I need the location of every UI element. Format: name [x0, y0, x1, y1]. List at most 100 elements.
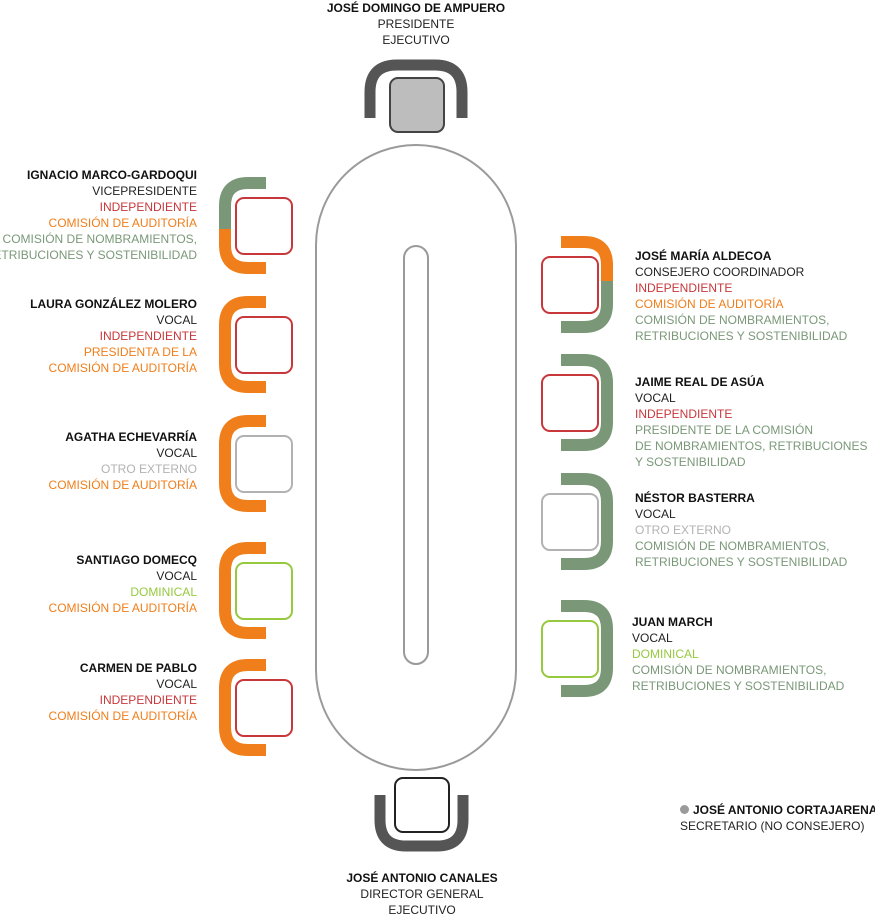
- seat-gonzalez-molero: [219, 296, 293, 393]
- member-name: JAIME REAL DE ASÚA: [635, 375, 765, 389]
- member-line: INDEPENDIENTE: [99, 200, 197, 214]
- member-line: RETRIBUCIONES Y SOSTENIBILIDAD: [635, 555, 848, 569]
- member-label-right: JAIME REAL DE ASÚA VOCAL INDEPENDIENTE P…: [635, 374, 867, 470]
- member-name: AGATHA ECHEVARRÍA: [65, 430, 197, 444]
- meeting-table-center-slot: [403, 245, 429, 665]
- seat-de-pablo-cushion: [235, 679, 293, 737]
- member-name: LAURA GONZÁLEZ MOLERO: [30, 297, 197, 311]
- seat-director-arm: [374, 795, 469, 852]
- member-line: RETRIBUCIONES Y SOSTENIBILIDAD: [0, 248, 197, 262]
- director-role-2: EJECUTIVO: [388, 903, 456, 917]
- director-role-1: DIRECTOR GENERAL: [360, 887, 484, 901]
- member-line: COMISIÓN DE AUDITORÍA: [635, 297, 784, 311]
- seat-gonzalez-molero-arm: [219, 296, 266, 393]
- seat-march-cushion: [541, 620, 599, 678]
- member-name: CARMEN DE PABLO: [79, 661, 197, 675]
- seat-domecq: [219, 542, 293, 639]
- seat-aldecoa: [541, 236, 613, 333]
- secretary-label: JOSÉ ANTONIO CORTAJARENA SECRETARIO (NO …: [680, 802, 875, 834]
- member-label-right: JUAN MARCH VOCAL DOMINICAL COMISIÓN DE N…: [632, 614, 844, 694]
- member-line: VICEPRESIDENTE: [92, 184, 197, 198]
- president-role-2: EJECUTIVO: [382, 33, 450, 47]
- seat-director-cushion: [394, 777, 450, 833]
- seat-president: [364, 59, 468, 133]
- seat-president-arm: [364, 59, 468, 118]
- president-role-1: PRESIDENTE: [377, 17, 455, 31]
- member-line: COMISIÓN DE AUDITORÍA: [48, 216, 197, 230]
- seat-echevarria: [219, 415, 293, 512]
- seat-marco-gardoqui: [219, 177, 293, 274]
- seat-echevarria-arm: [219, 415, 266, 512]
- seat-real-de-asua-arm: [561, 354, 613, 451]
- member-line: INDEPENDIENTE: [635, 407, 733, 421]
- seat-echevarria-cushion: [235, 435, 293, 493]
- seat-aldecoa-cushion: [541, 256, 599, 314]
- member-line: VOCAL: [156, 313, 197, 327]
- director-label: JOSÉ ANTONIO CANALES DIRECTOR GENERAL EJ…: [322, 870, 522, 918]
- seat-domecq-cushion: [235, 562, 293, 620]
- member-label-left: SANTIAGO DOMECQ VOCAL DOMINICAL COMISIÓN…: [49, 552, 197, 616]
- member-name: NÉSTOR BASTERRA: [635, 491, 755, 505]
- member-name: JOSÉ MARÍA ALDECOA: [635, 249, 772, 263]
- seat-basterra: [541, 473, 613, 570]
- member-line: VOCAL: [632, 631, 673, 645]
- member-label-left: LAURA GONZÁLEZ MOLERO VOCAL INDEPENDIENT…: [30, 296, 197, 376]
- member-line: COMISIÓN DE NOMBRAMIENTOS,: [2, 232, 197, 246]
- member-line: DE NOMBRAMIENTOS, RETRIBUCIONES: [635, 439, 868, 453]
- seat-real-de-asua-cushion: [541, 374, 599, 432]
- seat-marco-gardoqui-cushion: [235, 197, 293, 255]
- member-line: COMISIÓN DE NOMBRAMIENTOS,: [635, 539, 830, 553]
- member-name: SANTIAGO DOMECQ: [76, 553, 197, 567]
- seat-aldecoa-arm-top: [561, 236, 613, 282]
- member-line: COMISIÓN DE AUDITORÍA: [48, 361, 197, 375]
- seat-basterra-cushion: [541, 493, 599, 551]
- member-line: COMISIÓN DE NOMBRAMIENTOS,: [632, 663, 827, 677]
- member-line: PRESIDENTA DE LA: [83, 345, 197, 359]
- member-name: IGNACIO MARCO-GARDOQUI: [27, 168, 197, 182]
- member-line: VOCAL: [156, 569, 197, 583]
- member-line: COMISIÓN DE AUDITORÍA: [48, 478, 197, 492]
- member-line: PRESIDENTE DE LA COMISIÓN: [635, 423, 814, 437]
- member-line: INDEPENDIENTE: [99, 693, 197, 707]
- seat-aldecoa-arm-bottom: [561, 281, 613, 333]
- seat-real-de-asua: [541, 354, 613, 451]
- member-line: VOCAL: [635, 391, 676, 405]
- member-label-left: IGNACIO MARCO-GARDOQUI VICEPRESIDENTE IN…: [0, 167, 197, 263]
- member-line: OTRO EXTERNO: [635, 523, 732, 537]
- member-line: RETRIBUCIONES Y SOSTENIBILIDAD: [635, 329, 848, 343]
- member-line: OTRO EXTERNO: [100, 462, 197, 476]
- seat-gonzalez-molero-cushion: [235, 316, 293, 374]
- member-line: VOCAL: [156, 677, 197, 691]
- secretary-role: SECRETARIO (NO CONSEJERO): [680, 819, 865, 833]
- seat-basterra-arm: [561, 473, 613, 570]
- president-label: JOSÉ DOMINGO DE AMPUERO PRESIDENTE EJECU…: [316, 0, 516, 48]
- seat-march-arm: [561, 600, 613, 697]
- seat-de-pablo: [219, 659, 293, 756]
- member-line: COMISIÓN DE AUDITORÍA: [48, 709, 197, 723]
- member-label-left: AGATHA ECHEVARRÍA VOCAL OTRO EXTERNO COM…: [49, 429, 197, 493]
- member-label-left: CARMEN DE PABLO VOCAL INDEPENDIENTE COMI…: [49, 660, 197, 724]
- member-line: RETRIBUCIONES Y SOSTENIBILIDAD: [632, 679, 845, 693]
- member-line: CONSEJERO COORDINADOR: [635, 265, 805, 279]
- member-name: JUAN MARCH: [632, 615, 713, 629]
- seat-marco-gardoqui-arm-top: [219, 177, 266, 230]
- member-line: DOMINICAL: [130, 585, 197, 599]
- seat-director: [374, 777, 469, 852]
- seat-marco-gardoqui-arm-bottom: [219, 229, 266, 274]
- member-line: Y SOSTENIBILIDAD: [635, 455, 746, 469]
- member-line: VOCAL: [635, 507, 676, 521]
- secretary-name-row: JOSÉ ANTONIO CORTAJARENA: [680, 802, 875, 818]
- secretary-dot-icon: [680, 805, 689, 814]
- member-label-right: NÉSTOR BASTERRA VOCAL OTRO EXTERNO COMIS…: [635, 490, 847, 570]
- member-line: INDEPENDIENTE: [635, 281, 733, 295]
- secretary-name: JOSÉ ANTONIO CORTAJARENA: [693, 803, 875, 817]
- member-line: DOMINICAL: [632, 647, 699, 661]
- member-line: COMISIÓN DE NOMBRAMIENTOS,: [635, 313, 830, 327]
- member-label-right: JOSÉ MARÍA ALDECOA CONSEJERO COORDINADOR…: [635, 248, 847, 344]
- president-name: JOSÉ DOMINGO DE AMPUERO: [326, 1, 506, 15]
- seat-president-cushion: [389, 77, 445, 133]
- member-line: COMISIÓN DE AUDITORÍA: [48, 601, 197, 615]
- meeting-table: [315, 144, 517, 771]
- director-name: JOSÉ ANTONIO CANALES: [346, 871, 498, 885]
